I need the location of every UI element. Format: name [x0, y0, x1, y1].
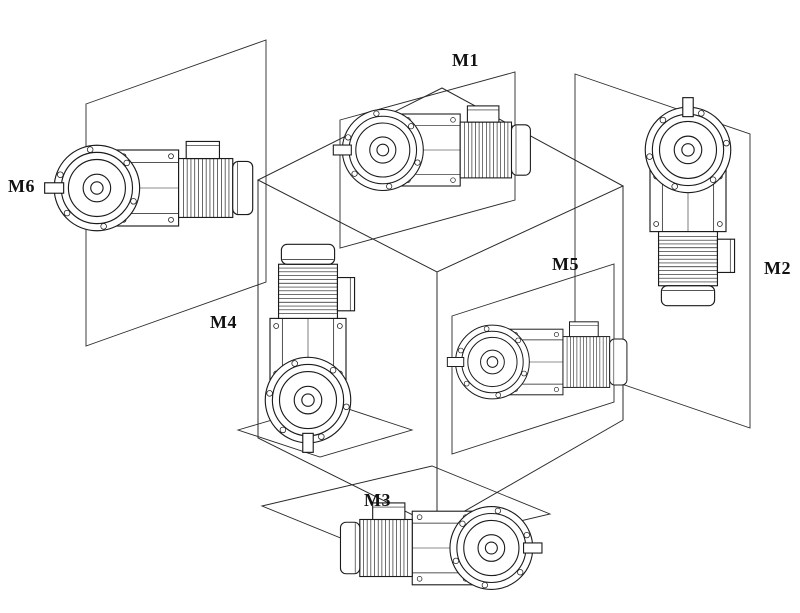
label-m6: M6 — [8, 176, 35, 196]
orientation-cube — [256, 87, 625, 528]
label-m3: M3 — [364, 490, 391, 510]
gearmotor-m1 — [332, 105, 531, 192]
gearmotor-m4 — [264, 243, 356, 453]
mounting-plane-m1 — [339, 71, 516, 249]
gearmotor-m3 — [339, 502, 543, 590]
mounting-plane-m6 — [85, 39, 267, 347]
gearmotor-m2 — [644, 97, 736, 307]
mounting-plane-m5 — [451, 263, 615, 455]
label-m5: M5 — [552, 254, 579, 274]
gearmotor-m6 — [44, 140, 254, 232]
gearmotor-m5 — [446, 321, 628, 400]
label-m1: M1 — [452, 50, 479, 70]
label-m4: M4 — [210, 312, 237, 332]
label-m2: M2 — [764, 258, 791, 278]
